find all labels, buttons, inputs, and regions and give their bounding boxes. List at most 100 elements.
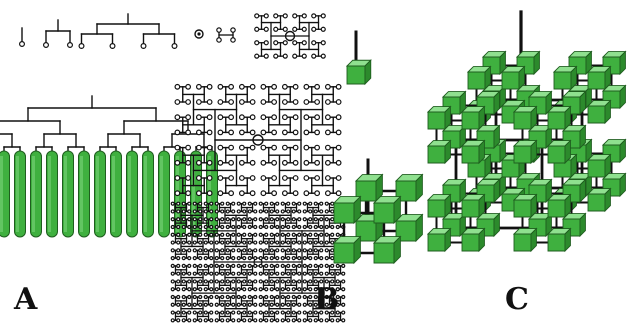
tree-node — [270, 249, 273, 252]
tree-node — [309, 202, 312, 205]
cube-front — [428, 146, 445, 163]
tree-node — [254, 218, 257, 221]
cylinder — [79, 151, 90, 237]
tree-node — [193, 280, 196, 283]
tree-node — [199, 264, 202, 267]
tree-node — [254, 202, 257, 205]
tree-node — [302, 41, 306, 45]
tree-node — [193, 272, 196, 275]
tree-node — [248, 202, 251, 205]
tree-node — [259, 319, 262, 322]
tree-node — [272, 176, 277, 181]
tree-node — [276, 218, 279, 221]
tree-node — [304, 100, 309, 105]
tree-node — [177, 303, 180, 306]
cube-front — [548, 200, 565, 217]
tree-node — [270, 264, 273, 267]
tree-node — [210, 202, 213, 205]
tree-node — [336, 191, 341, 196]
tree-node — [298, 264, 301, 267]
tree-node — [237, 280, 240, 283]
tree-node — [274, 27, 278, 31]
tree-node — [292, 311, 295, 314]
tree-node — [199, 303, 202, 306]
tree-node — [336, 225, 339, 228]
cube — [462, 107, 484, 129]
tree-node — [232, 210, 235, 213]
cube — [588, 101, 610, 123]
tree-node — [303, 241, 306, 244]
tree-node — [283, 161, 288, 166]
cube — [347, 60, 371, 84]
cylinder-highlight — [80, 156, 83, 232]
tree-node — [261, 84, 266, 89]
tree-node — [243, 257, 246, 260]
tree-node — [265, 280, 268, 283]
tree-node — [298, 319, 301, 322]
tree-node — [293, 145, 298, 150]
tree-node — [221, 272, 224, 275]
tree-node — [215, 296, 218, 299]
tree-node — [276, 249, 279, 252]
tree-node — [188, 272, 191, 275]
tree-node — [320, 264, 323, 267]
tree-node — [243, 296, 246, 299]
panel-label-b: B — [314, 285, 339, 315]
tree-node — [250, 176, 255, 181]
tree-node — [221, 249, 224, 252]
tree-node — [259, 296, 262, 299]
tree-node — [314, 241, 317, 244]
tree-node — [215, 210, 218, 213]
tree-node — [309, 288, 312, 291]
tree-node — [232, 241, 235, 244]
tree-node — [237, 225, 240, 228]
tree-node — [188, 288, 191, 291]
tree-node — [254, 303, 257, 306]
tree-node — [226, 249, 229, 252]
tree-node — [287, 257, 290, 260]
tree-node — [265, 264, 268, 267]
tree-node — [177, 264, 180, 267]
cube — [548, 141, 570, 163]
tree-node — [240, 161, 245, 166]
tree-node — [304, 191, 309, 196]
tree-node — [218, 130, 223, 135]
tree-node — [199, 225, 202, 228]
tree-node — [255, 14, 259, 18]
tree-node — [315, 176, 320, 181]
tree-node — [314, 249, 317, 252]
tree-node — [274, 41, 278, 45]
tree-node — [171, 288, 174, 291]
tree-node — [303, 257, 306, 260]
tree-node — [255, 41, 259, 45]
tree-node — [218, 100, 223, 105]
tree-node — [210, 303, 213, 306]
tree-node — [243, 249, 246, 252]
tree-node — [215, 272, 218, 275]
tree-node — [210, 280, 213, 283]
tree-node — [193, 288, 196, 291]
tree-node — [199, 280, 202, 283]
tree-node — [193, 225, 196, 228]
tree-node — [237, 249, 240, 252]
tree-node — [283, 84, 288, 89]
tree-node — [248, 241, 251, 244]
tree-node — [218, 84, 223, 89]
tree-node — [298, 257, 301, 260]
tree-node — [303, 225, 306, 228]
tree-node — [199, 218, 202, 221]
tree-node — [303, 303, 306, 306]
tree-node — [287, 202, 290, 205]
tree-node — [250, 115, 255, 120]
tree-node — [237, 202, 240, 205]
cube-front — [588, 72, 605, 89]
tree-node — [281, 210, 284, 213]
tree-node — [232, 296, 235, 299]
tree-node — [325, 319, 328, 322]
tree-node — [243, 272, 246, 275]
tree-node — [320, 202, 323, 205]
tree-node — [274, 14, 278, 18]
tree-node — [177, 202, 180, 205]
tree-node — [226, 241, 229, 244]
